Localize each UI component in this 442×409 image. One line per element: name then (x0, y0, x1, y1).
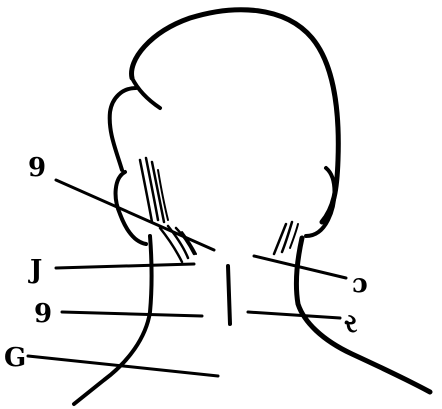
leader-line-left-upper (56, 264, 194, 268)
head-outline (110, 10, 339, 222)
label-left-upper: J (28, 255, 42, 285)
label-right-upper: ɔ (352, 269, 368, 299)
label-right-lower: ર (344, 309, 358, 339)
label-left-middle: 9 (34, 299, 52, 329)
leader-line-right-lower (248, 312, 340, 318)
leader-line-left-lower (28, 356, 218, 376)
leader-line-left-middle (62, 312, 202, 316)
right-neck-hatching (274, 222, 298, 254)
label-upper-left: 9 (28, 153, 46, 183)
left-neck-hatching (140, 158, 196, 262)
label-left-lower: G (4, 343, 26, 373)
neck-contours (74, 236, 430, 404)
